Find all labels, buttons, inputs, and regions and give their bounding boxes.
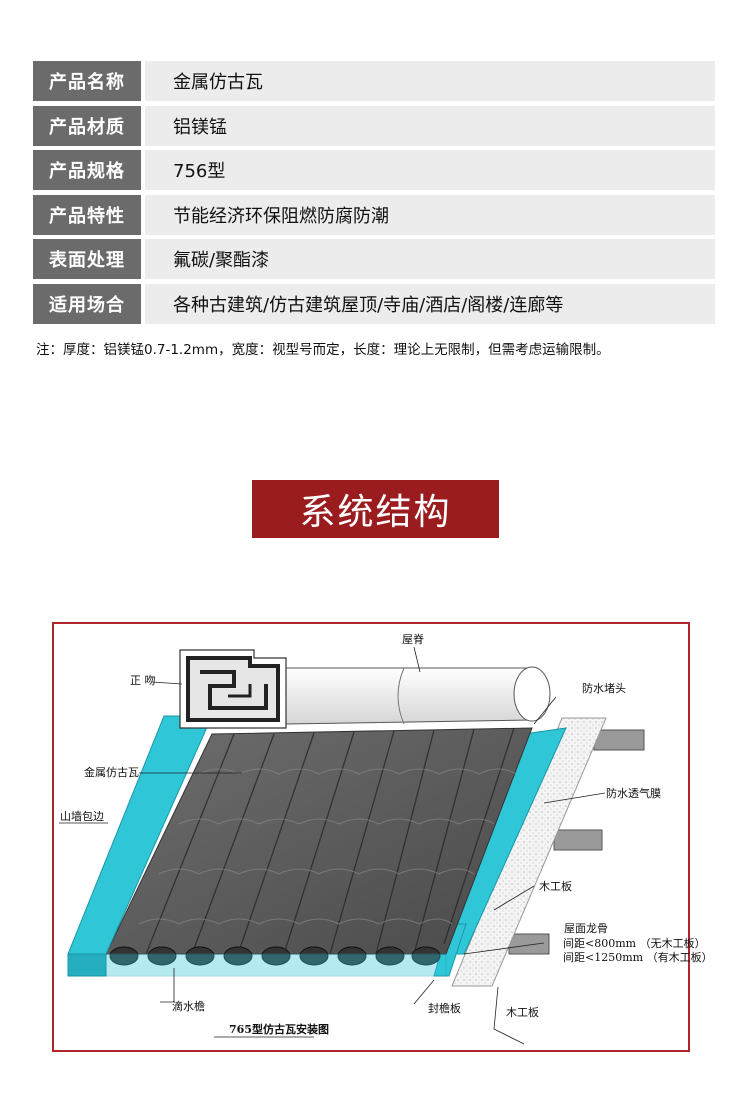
label-wood-board-bottom: 木工板 <box>506 1006 539 1019</box>
leader-lines <box>59 646 606 1045</box>
roof-illustration <box>59 646 645 1045</box>
label-spacing-1: 间距<800mm （无木工板） <box>563 937 706 950</box>
spec-value: 铝镁锰 <box>145 105 715 146</box>
spec-row-features: 产品特性 节能经济环保阻燃防腐防潮 <box>33 194 715 235</box>
spec-label: 产品名称 <box>33 61 141 101</box>
drip-eave-row <box>109 946 441 966</box>
spec-label: 表面处理 <box>33 239 141 279</box>
spec-value: 氟碳/聚酯漆 <box>145 239 715 279</box>
spec-value: 金属仿古瓦 <box>145 61 715 101</box>
ridge-end-ornament <box>179 649 287 729</box>
roof-structure-diagram: 屋脊 正 吻 防水堵头 金属仿古瓦 防水透气膜 山墙包边 木工板 屋面龙骨 间距… <box>52 622 713 1052</box>
label-spacing-2: 间距<1250mm （有木工板） <box>563 951 713 964</box>
spec-label: 产品特性 <box>33 194 141 235</box>
spec-row-material: 产品材质 铝镁锰 <box>33 105 715 146</box>
ridge-cylinder <box>285 667 544 725</box>
label-ridge: 屋脊 <box>402 633 424 646</box>
label-drip-eave: 滴水檐 <box>172 1000 205 1013</box>
label-ridge-end: 正 吻 <box>130 674 156 687</box>
spec-label: 产品材质 <box>33 105 141 146</box>
spec-value: 节能经济环保阻燃防腐防潮 <box>145 194 715 235</box>
spec-row-surface: 表面处理 氟碳/聚酯漆 <box>33 239 715 279</box>
label-breathable-membrane: 防水透气膜 <box>606 787 661 800</box>
spec-row-name: 产品名称 金属仿古瓦 <box>33 61 715 101</box>
label-eave-board: 封檐板 <box>428 1002 461 1015</box>
label-metal-tile: 金属仿古瓦 <box>84 766 139 779</box>
spec-value: 756型 <box>145 150 715 190</box>
label-wood-board-top: 木工板 <box>539 880 572 893</box>
spec-value: 各种古建筑/仿古建筑屋顶/寺庙/酒店/阁楼/连廊等 <box>145 283 715 324</box>
spec-table: 产品名称 金属仿古瓦 产品材质 铝镁锰 产品规格 756型 产品特性 节能经济环… <box>33 61 715 328</box>
spec-note: 注：厚度：铝镁锰0.7-1.2mm，宽度：视型号而定，长度：理论上无限制，但需考… <box>36 342 610 358</box>
section-title: 系统结构 <box>252 480 499 538</box>
label-waterproof-plug: 防水堵头 <box>582 682 626 695</box>
purlin-beams <box>508 729 645 955</box>
tile-ridges <box>145 727 515 955</box>
tile-rows <box>138 768 517 925</box>
label-purlin: 屋面龙骨 <box>564 922 608 935</box>
spec-row-usage: 适用场合 各种古建筑/仿古建筑屋顶/寺庙/酒店/阁楼/连廊等 <box>33 283 715 324</box>
spec-row-spec: 产品规格 756型 <box>33 150 715 190</box>
diagram-caption: 765型仿古瓦安装图 <box>229 1023 329 1036</box>
spec-label: 适用场合 <box>33 283 141 324</box>
spec-label: 产品规格 <box>33 150 141 190</box>
label-gable-trim: 山墙包边 <box>60 810 104 823</box>
